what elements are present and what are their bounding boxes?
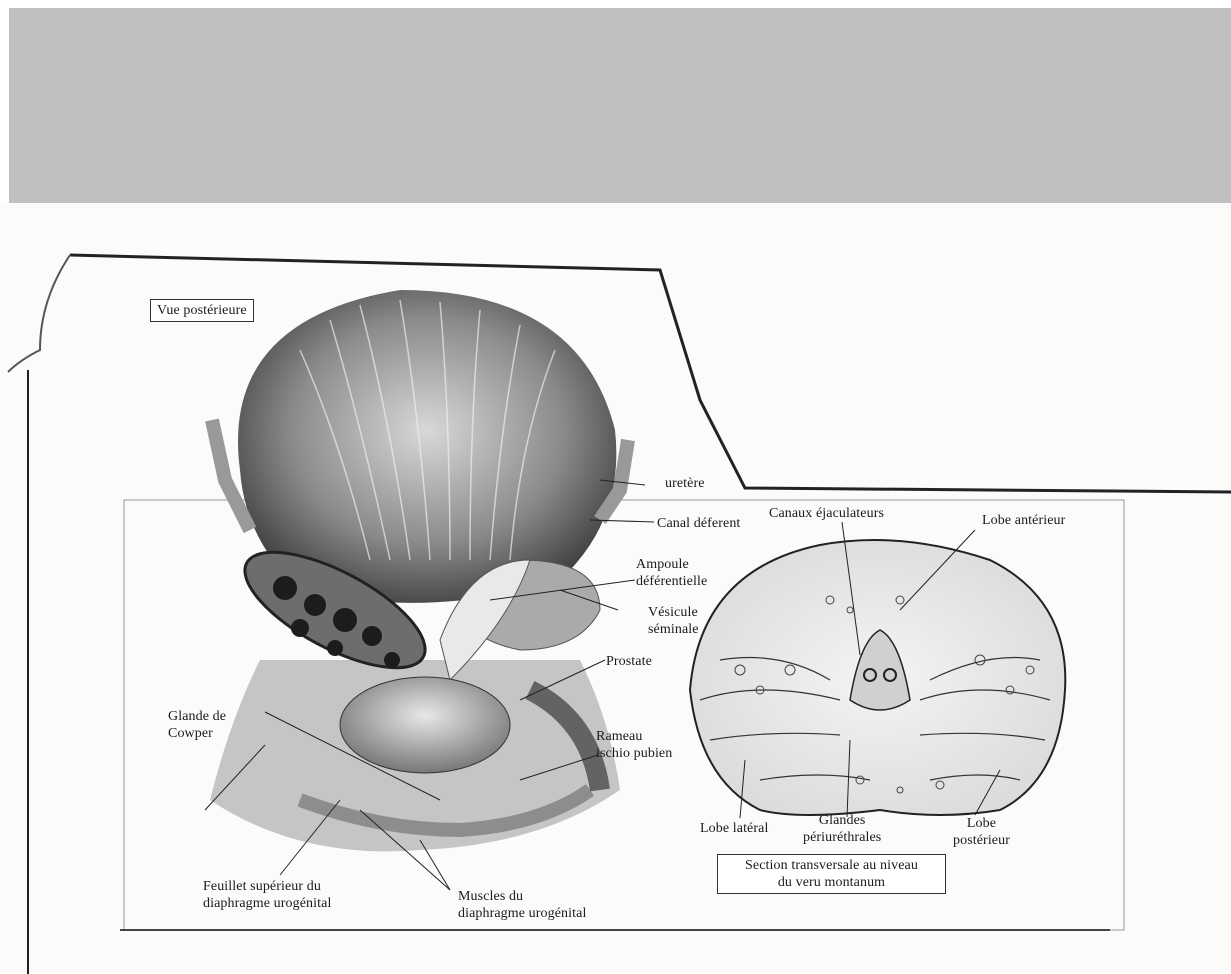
- uretere-label: uretère: [665, 475, 705, 492]
- canal-deferent-label: Canal déferent: [657, 515, 740, 532]
- lobe-lateral-label: Lobe latéral: [700, 820, 768, 837]
- canaux-ejaculateurs-label: Canaux éjaculateurs: [769, 505, 884, 522]
- page-border-left: [8, 255, 70, 372]
- view-title-label: Vue postérieure: [150, 299, 254, 322]
- prostate-label: Prostate: [606, 653, 652, 670]
- muscles-label: Muscles du diaphragme urogénital: [458, 888, 586, 922]
- vesicule-label: Vésicule séminale: [648, 604, 699, 638]
- section-title-label: Section transversale au niveau du veru m…: [717, 854, 946, 894]
- feuillet-label: Feuillet supérieur du diaphragme urogéni…: [203, 878, 331, 912]
- ampoule-label: Ampoule déférentielle: [636, 556, 707, 590]
- glande-cowper-label: Glande de Cowper: [168, 708, 226, 742]
- rameau-label: Rameau ischio pubien: [596, 728, 672, 762]
- lobe-posterieur-label: Lobe postérieur: [953, 815, 1010, 849]
- lobe-anterieur-label: Lobe antérieur: [982, 512, 1065, 529]
- prostate-shape: [340, 677, 510, 773]
- glandes-periurethrales-label: Glandes périuréthrales: [803, 812, 881, 846]
